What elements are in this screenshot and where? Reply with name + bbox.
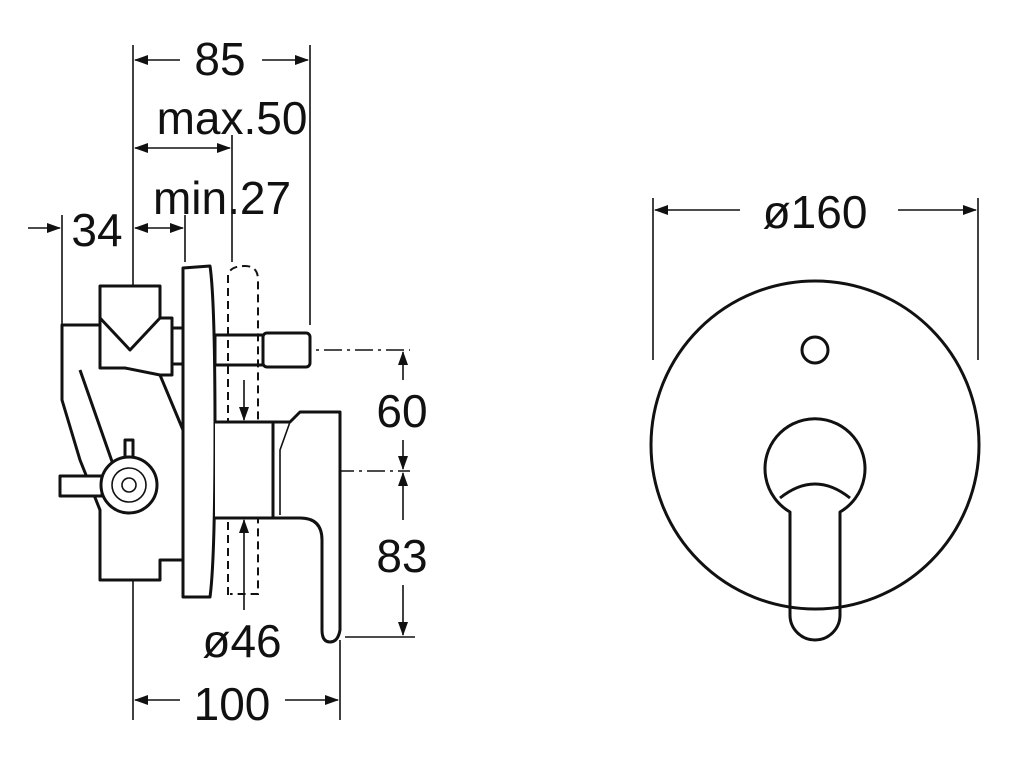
lever-handle — [271, 410, 342, 644]
dim-label-160: ø160 — [763, 186, 868, 238]
lever-groove — [779, 482, 851, 500]
lever-edge — [279, 421, 291, 515]
dim-label-46: ø46 — [202, 615, 281, 667]
dim-label-min27: min.27 — [153, 172, 291, 224]
dim-label-85: 85 — [194, 33, 245, 85]
dim-label-100: 100 — [194, 678, 271, 730]
sleeve-dashed — [227, 264, 259, 595]
cartridge-ring-inner — [111, 467, 147, 503]
side-view: 85 max.50 min.27 34 60 83 ø46 100 — [28, 33, 428, 730]
valve-body-edge — [78, 369, 117, 471]
connector — [170, 326, 185, 366]
diverter-knob-front — [800, 335, 830, 365]
handle-base — [215, 420, 275, 520]
cartridge-core — [121, 477, 137, 493]
valve-body — [60, 323, 185, 582]
cover-plate — [649, 279, 981, 611]
cartridge-tab — [123, 438, 135, 457]
side-outlet — [58, 474, 104, 498]
dim-label-max50: max.50 — [157, 92, 308, 144]
cartridge-ring — [99, 455, 159, 515]
lever-front — [763, 417, 867, 642]
valve-body-chamfer — [98, 316, 162, 352]
wall-plate — [181, 264, 217, 599]
diverter-knob — [261, 331, 312, 369]
front-view: ø160 — [649, 186, 981, 642]
diverter-pin — [213, 333, 265, 367]
dim-label-60: 60 — [376, 385, 427, 437]
dim-label-34: 34 — [71, 204, 122, 256]
dim-label-83: 83 — [376, 530, 427, 582]
